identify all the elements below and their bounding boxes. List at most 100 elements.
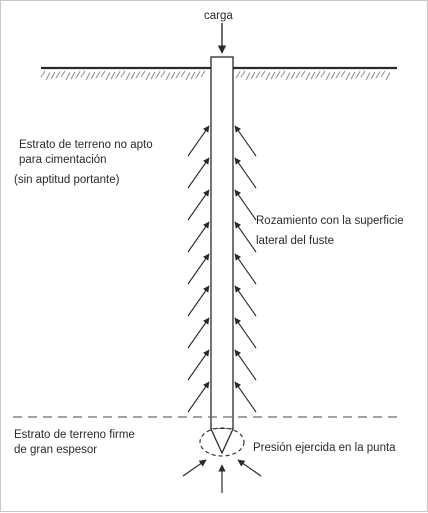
hatch-stroke — [275, 71, 281, 79]
hatch-stroke — [115, 71, 121, 79]
pile-tip — [210, 428, 234, 455]
friction-arrow-right — [234, 221, 257, 253]
hatch-stroke — [355, 71, 361, 79]
tip-arrow-left — [182, 459, 207, 477]
hatch-stroke — [40, 70, 46, 78]
hatch-stroke — [385, 72, 391, 81]
friction-arrow-right — [234, 253, 257, 285]
hatch-stroke — [365, 72, 371, 81]
hatch-stroke — [345, 72, 351, 81]
tip-pressure-zone — [199, 427, 245, 457]
firm-stratum-label-line1: Estrato de terreno firme — [14, 429, 135, 441]
hatch-stroke — [200, 70, 206, 78]
hatch-stroke — [310, 71, 316, 80]
friction-arrow-right — [234, 285, 257, 317]
hatch-stroke — [375, 71, 381, 79]
hatch-stroke — [380, 70, 386, 78]
friction-arrow-right — [234, 349, 257, 381]
friction-arrow-left — [187, 253, 210, 285]
hatch-stroke — [280, 70, 286, 78]
hatch-stroke — [95, 71, 101, 79]
hatch-stroke — [185, 72, 191, 81]
hatch-stroke — [100, 70, 106, 78]
hatch-stroke — [360, 70, 366, 78]
hatch-stroke — [195, 71, 201, 79]
friction-arrow-right — [234, 381, 257, 413]
friction-arrow-left — [187, 285, 210, 317]
hatch-stroke — [320, 70, 326, 78]
hatch-stroke — [285, 72, 291, 81]
hatch-stroke — [70, 71, 76, 80]
friction-arrow-right — [234, 157, 257, 189]
hatch-stroke — [150, 71, 156, 80]
hatch-stroke — [110, 71, 116, 80]
tip-arrow-right — [237, 459, 262, 477]
hatch-stroke — [240, 70, 246, 78]
hatch-stroke — [295, 71, 301, 79]
firm-stratum-label-line2: de gran espesor — [14, 444, 98, 456]
hatch-stroke — [335, 71, 341, 79]
weak-stratum-label-line2: para cimentación — [19, 154, 107, 166]
friction-arrow-left — [187, 317, 210, 349]
hatch-stroke — [190, 71, 196, 80]
hatch-stroke — [180, 70, 186, 78]
hatch-stroke — [135, 71, 141, 79]
friction-arrow-left — [187, 125, 210, 157]
ground-hatch — [40, 70, 391, 81]
friction-arrow-right — [234, 125, 257, 157]
hatch-stroke — [160, 70, 166, 78]
friction-arrow-left — [187, 381, 210, 413]
hatch-stroke — [300, 70, 306, 78]
hatch-stroke — [120, 70, 126, 78]
hatch-stroke — [130, 71, 136, 80]
hatch-stroke — [315, 71, 321, 79]
hatch-stroke — [270, 71, 276, 80]
hatch-stroke — [255, 71, 261, 79]
hatch-stroke — [350, 71, 356, 80]
weak-stratum-label-line3: (sin aptitud portante) — [14, 174, 120, 186]
hatch-stroke — [60, 70, 66, 78]
friction-arrow-right — [234, 189, 257, 221]
hatch-stroke — [65, 72, 71, 81]
hatch-stroke — [165, 72, 171, 81]
hatch-stroke — [330, 71, 336, 80]
hatch-stroke — [80, 70, 86, 78]
hatch-stroke — [140, 70, 146, 78]
hatch-stroke — [90, 71, 96, 80]
hatch-stroke — [170, 71, 176, 80]
friction-arrow-left — [187, 189, 210, 221]
hatch-stroke — [265, 72, 271, 81]
friction-label-line2: lateral del fuste — [256, 235, 334, 247]
friction-arrow-left — [187, 349, 210, 381]
friction-label-line1: Rozamiento con la superficie — [256, 215, 404, 227]
hatch-stroke — [370, 71, 376, 80]
load-label: carga — [204, 10, 233, 22]
hatch-stroke — [125, 72, 131, 81]
tip-pressure-label: Presión ejercida en la punta — [253, 442, 396, 454]
hatch-stroke — [45, 72, 51, 81]
hatch-stroke — [250, 71, 256, 80]
hatch-stroke — [305, 72, 311, 81]
hatch-stroke — [340, 70, 346, 78]
hatch-stroke — [290, 71, 296, 80]
pile-shaft — [210, 56, 234, 430]
hatch-stroke — [105, 72, 111, 81]
friction-arrow-right — [234, 317, 257, 349]
hatch-stroke — [175, 71, 181, 79]
friction-arrow-left — [187, 157, 210, 189]
weak-stratum-label-line1: Estrato de terreno no apto — [19, 139, 153, 151]
hatch-stroke — [75, 71, 81, 79]
hatch-stroke — [145, 72, 151, 81]
hatch-stroke — [155, 71, 161, 79]
friction-arrows — [187, 125, 257, 413]
hatch-stroke — [50, 71, 56, 80]
hatch-stroke — [260, 70, 266, 78]
friction-arrow-left — [187, 221, 210, 253]
hatch-stroke — [85, 72, 91, 81]
hatch-stroke — [325, 72, 331, 81]
hatch-stroke — [235, 71, 241, 79]
hatch-stroke — [55, 71, 61, 79]
hatch-stroke — [245, 72, 251, 81]
